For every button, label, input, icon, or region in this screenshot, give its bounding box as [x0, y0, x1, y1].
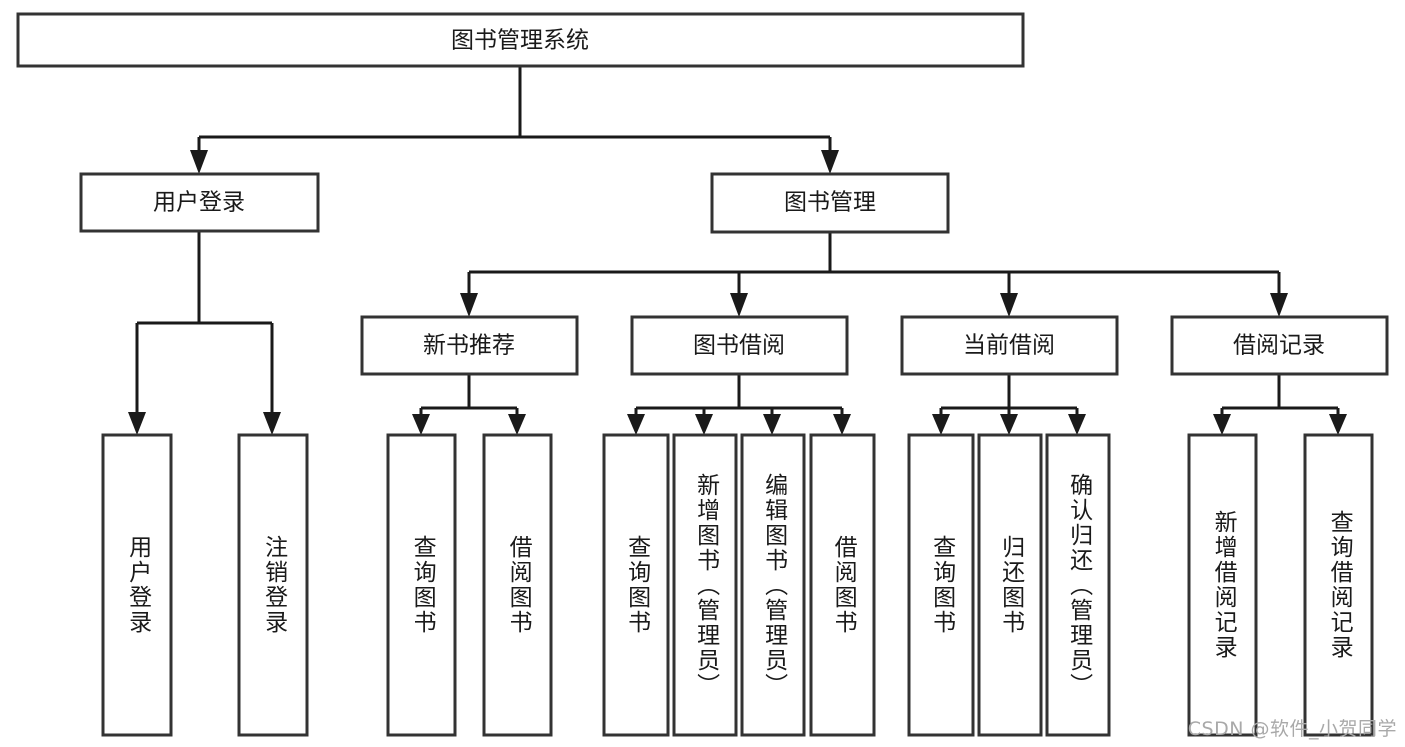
node-current-borrow-box[interactable] [900, 315, 1119, 376]
arrow-books-borrow-icon [730, 293, 748, 317]
arrow-new-leaf2-icon [508, 414, 526, 435]
arrow-books-new-icon [460, 293, 478, 317]
arrow-borrow-leaf2-icon [695, 414, 713, 435]
node-new-book-recommend[interactable]: 新书推荐 [360, 315, 579, 376]
node-borrow-record-box[interactable] [1170, 315, 1389, 376]
node-borrow-record[interactable]: 借阅记录 [1170, 315, 1389, 376]
arrow-current-leaf2-icon [1000, 414, 1018, 435]
leaf-box-return-book[interactable] [977, 433, 1043, 737]
node-current-borrow[interactable]: 当前借阅 [900, 315, 1119, 376]
node-user-login[interactable]: 用户登录 [79, 172, 320, 233]
node-borrow-record-label: 借阅记录 [1233, 333, 1325, 359]
leaf-box-user-login[interactable] [101, 433, 173, 737]
arrow-record-leaf2-icon [1329, 414, 1347, 435]
node-root-box[interactable] [16, 12, 1025, 68]
leaf-box-borrow-books-new[interactable] [482, 433, 553, 737]
leaf-box-confirm-return-admin[interactable] [1045, 433, 1111, 737]
node-book-management[interactable]: 图书管理 [710, 172, 950, 234]
leaf-box-query-books-new[interactable] [386, 433, 457, 737]
arrow-user-leaf2-icon [263, 412, 281, 435]
node-new-book-recommend-box[interactable] [360, 315, 579, 376]
arrow-new-leaf1-icon [412, 414, 430, 435]
node-new-book-recommend-label: 新书推荐 [423, 333, 515, 359]
leaf-box-add-borrow-record[interactable] [1187, 433, 1258, 737]
arrow-borrow-leaf3-icon [763, 414, 781, 435]
csdn-watermark: CSDN @软件_小贺同学 [1187, 718, 1397, 740]
leaf-box-borrow-book[interactable] [809, 433, 876, 737]
arrow-root-to-books-icon [821, 150, 839, 174]
node-book-management-box[interactable] [710, 172, 950, 234]
node-root-label: 图书管理系统 [451, 28, 589, 54]
arrow-books-record-icon [1270, 293, 1288, 317]
arrow-record-leaf1-icon [1213, 414, 1231, 435]
node-user-login-label: 用户登录 [153, 190, 245, 216]
leaf-box-query-books-current[interactable] [907, 433, 975, 737]
arrow-root-to-user-icon [190, 150, 208, 174]
node-current-borrow-label: 当前借阅 [963, 333, 1055, 359]
node-book-borrow[interactable]: 图书借阅 [630, 315, 849, 376]
leaf-box-query-borrow-record[interactable] [1303, 433, 1374, 737]
node-user-login-box[interactable] [79, 172, 320, 233]
leaf-box-add-book-admin[interactable] [672, 433, 738, 737]
connector-layer [128, 66, 1347, 435]
node-book-borrow-label: 图书借阅 [693, 333, 785, 359]
arrow-borrow-leaf4-icon [833, 414, 851, 435]
arrow-books-current-icon [1000, 293, 1018, 317]
node-root[interactable]: 图书管理系统 [16, 12, 1025, 68]
arrow-current-leaf1-icon [932, 414, 950, 435]
arrow-user-leaf1-icon [128, 412, 146, 435]
leaf-box-query-books-borrow[interactable] [602, 433, 670, 737]
node-book-management-label: 图书管理 [784, 190, 876, 216]
node-book-borrow-box[interactable] [630, 315, 849, 376]
leaf-box-logout[interactable] [237, 433, 309, 737]
arrow-borrow-leaf1-icon [627, 414, 645, 435]
arrow-current-leaf3-icon [1068, 414, 1086, 435]
leaf-box-edit-book-admin[interactable] [740, 433, 806, 737]
